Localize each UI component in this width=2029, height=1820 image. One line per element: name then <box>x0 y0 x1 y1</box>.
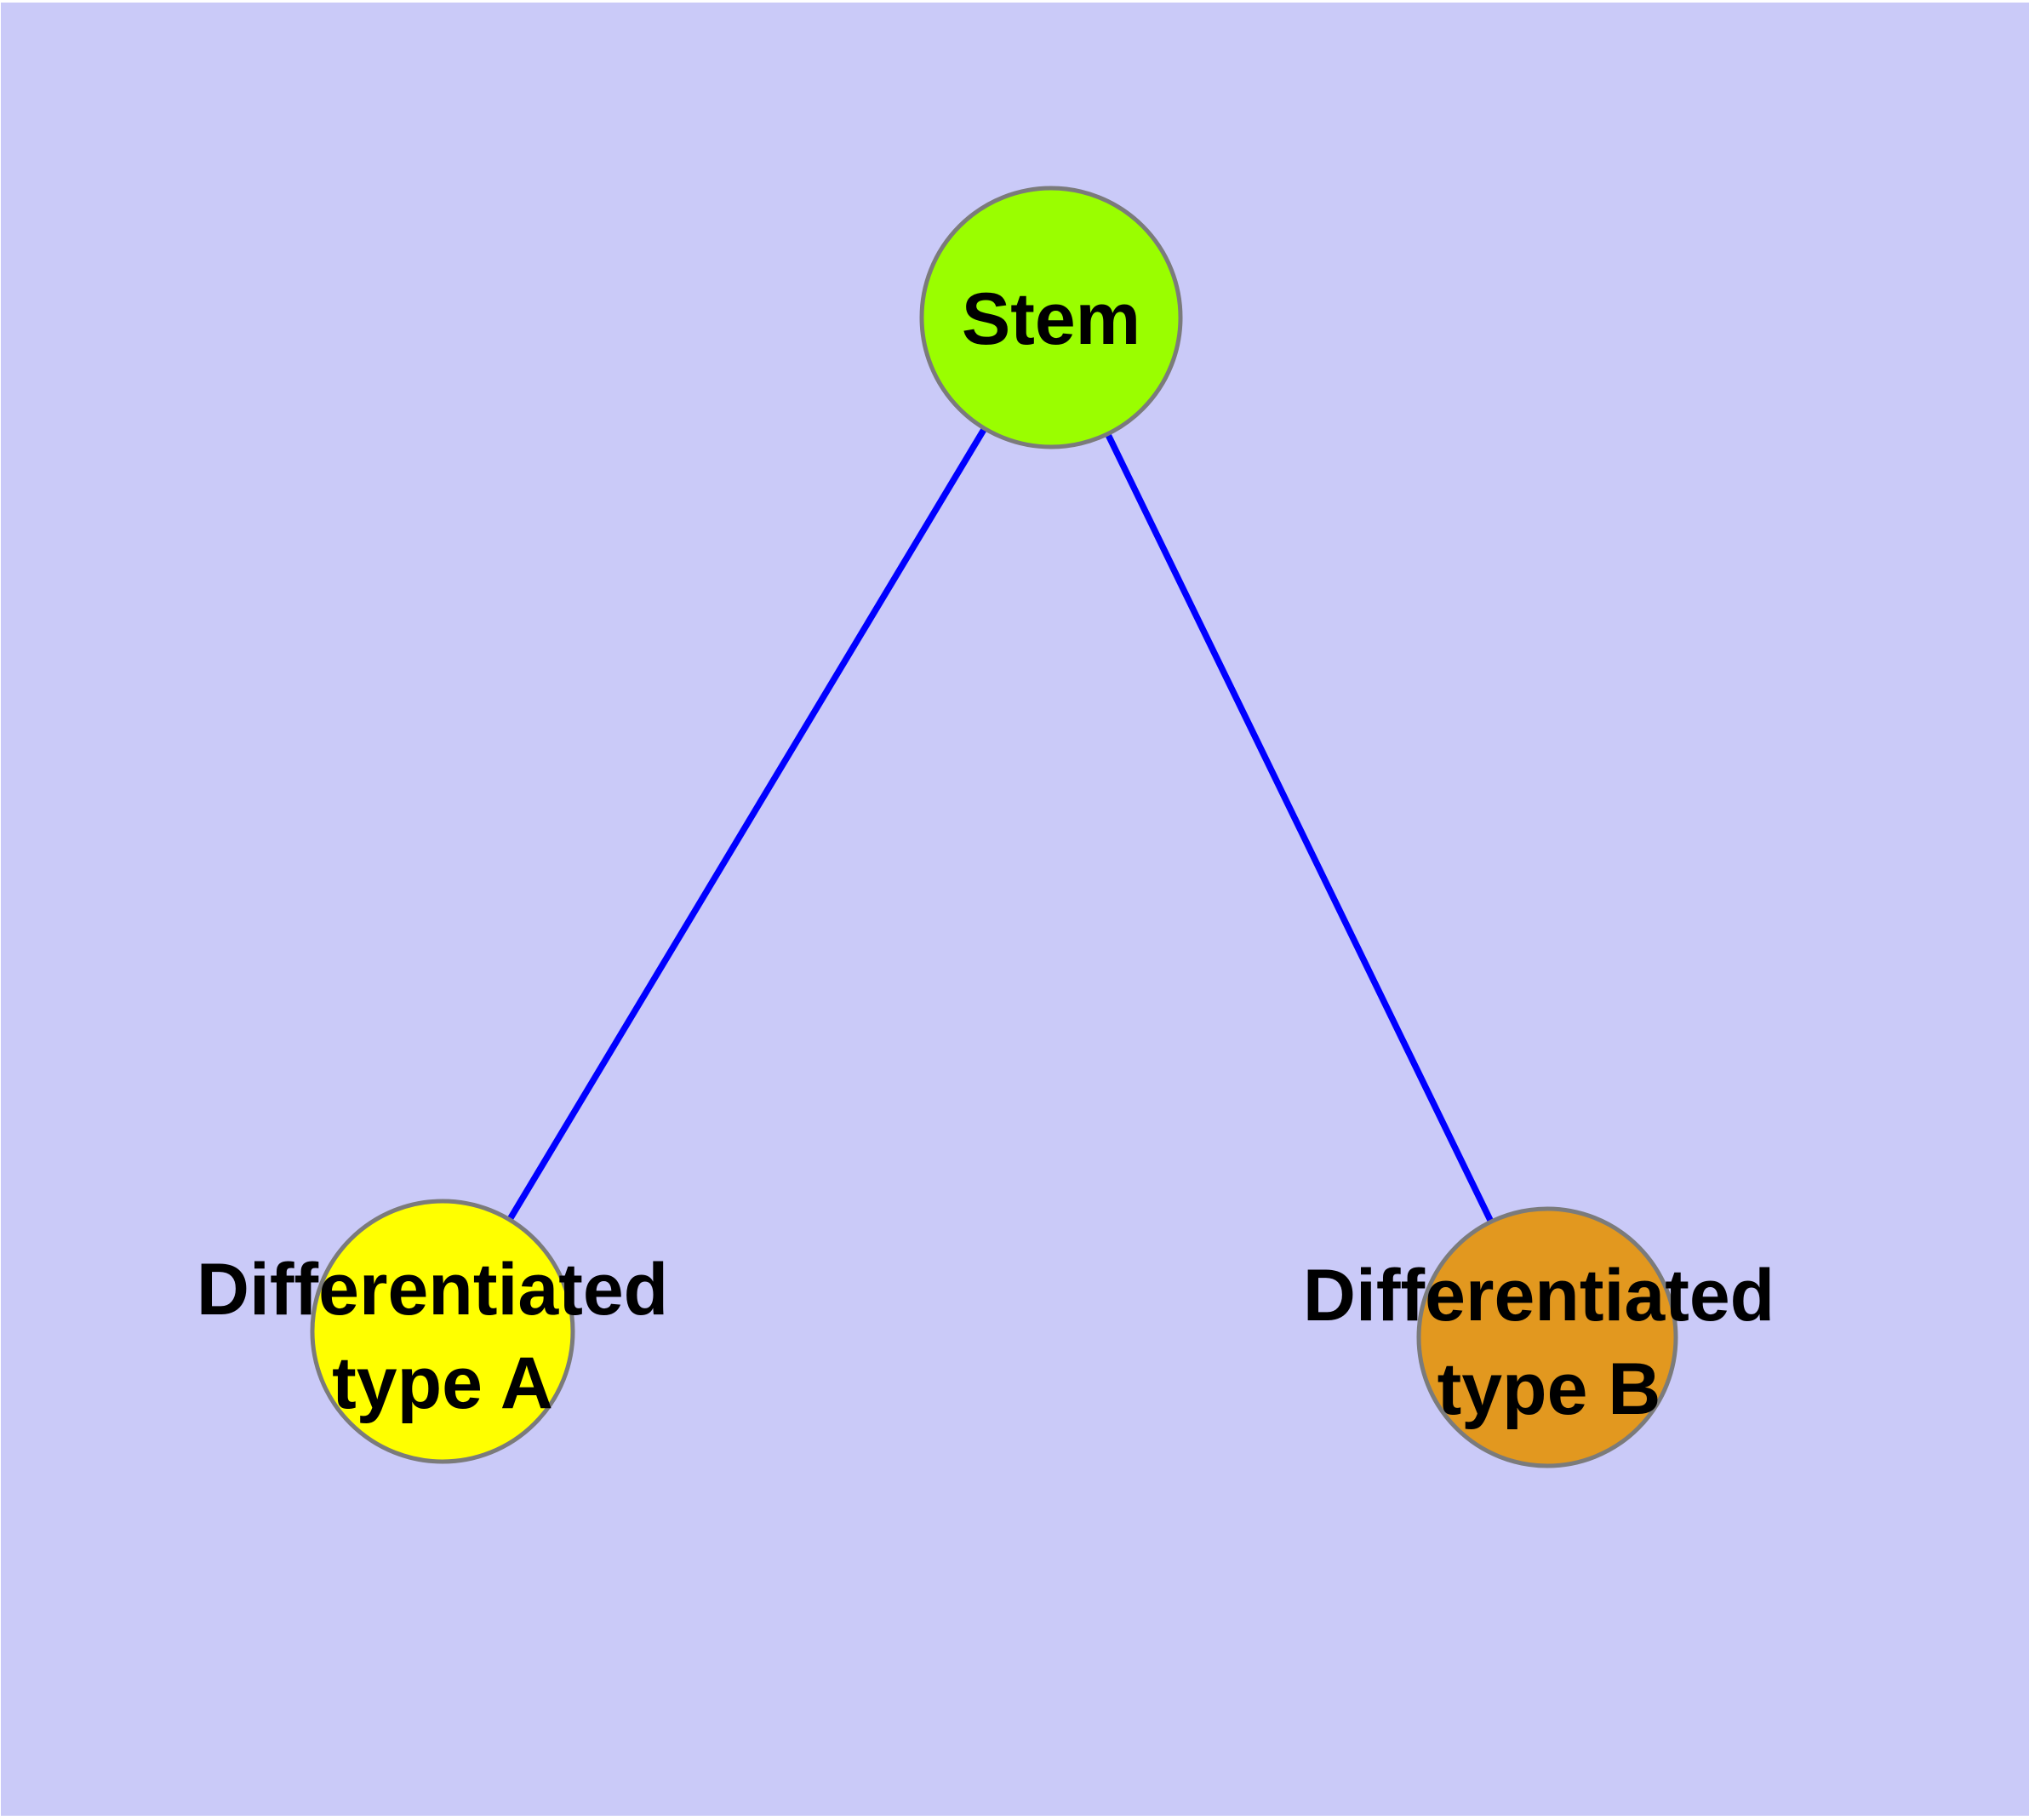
node-type-a-label: Differentiated type A <box>197 1249 689 1424</box>
node-type-b-label-line2: type B <box>1437 1348 1661 1430</box>
node-differentiated-type-b <box>1416 1206 1678 1468</box>
edge-stem-to-type-b <box>1048 316 1551 1339</box>
node-type-b-label: Differentiated type B <box>1303 1255 1795 1430</box>
node-type-b-label-line1: Differentiated <box>1303 1255 1775 1336</box>
node-stem <box>919 186 1183 449</box>
node-type-a-label-line1: Differentiated <box>197 1249 668 1331</box>
edge-stem-to-type-a <box>439 316 1055 1333</box>
node-differentiated-type-a <box>310 1199 575 1464</box>
node-stem-label: Stem <box>962 278 1140 360</box>
node-type-a-label-line2: type A <box>332 1342 553 1424</box>
